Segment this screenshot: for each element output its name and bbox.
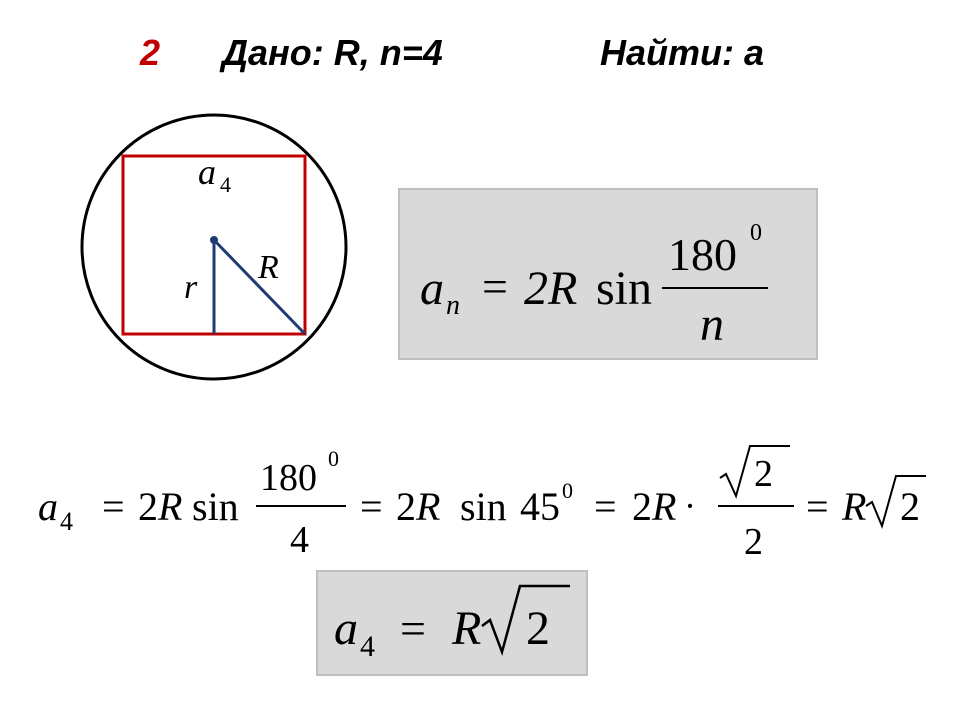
calc-r-3: R [651,484,676,529]
formula-coefficient: 2R [524,262,577,315]
inradius-label: r [184,269,198,306]
calc-denominator: 4 [290,519,309,561]
answer-radicand: 2 [526,602,550,655]
circumscribed-circle [80,113,348,381]
calc-lhs-subscript: 4 [60,507,73,536]
calc-lhs: a [38,484,58,529]
calc-r-4: R [841,484,866,529]
calc-r-2: R [415,484,440,529]
side-label: a [198,152,216,192]
inscribed-square-figure: a 4 R r [70,110,360,390]
answer-lhs: a [334,602,358,655]
calc-coef-3: 2 [632,484,652,529]
calc-dot: · [684,486,696,526]
calc-result-radicand: 2 [900,484,920,529]
calc-frac-numerator: 2 [754,453,773,495]
figure-svg: a 4 R r [80,113,348,381]
general-formula-svg: a n = 2R sin 180 0 n [420,220,768,351]
answer-sqrt-sign [481,584,570,657]
calc-coef-2: 2 [396,484,416,529]
calc-degree-1: 0 [328,446,339,471]
calc-degree-2: 0 [562,478,573,503]
calc-sqrt-sign-1 [719,445,790,499]
formula-numerator: 180 [668,229,737,280]
given-text: Дано: R, n=4 [222,32,443,73]
calculation-svg: a 4 = 2 R sin 180 0 4 = 2 R sin 45 0 = 2… [38,445,926,563]
calc-equals-3: = [594,484,617,529]
calc-numerator: 180 [260,457,317,499]
formula-sin: sin [596,262,652,315]
formula-equals: = [482,261,508,312]
calc-sin-1: sin [192,484,239,529]
calc-equals-1: = [102,484,125,529]
formula-lhs: a [420,262,444,315]
formula-denominator: n [700,298,724,351]
calc-sqrt-sign-2 [865,475,926,530]
answer-equals: = [400,603,426,654]
answer-svg: a 4 = R 2 [334,584,570,663]
formula-lhs-subscript: n [446,290,460,321]
circumradius-line [212,238,307,336]
slide-title: 2 Дано: R, n=4 Найти: а [0,22,960,82]
radius-label: R [257,249,279,286]
calc-sin-2: sin [460,484,507,529]
center-point [210,236,218,244]
calc-r-1: R [157,484,182,529]
find-text: Найти: а [600,32,765,73]
calculation-line: a 4 = 2 R sin 180 0 4 = 2 R sin 45 0 = 2… [20,440,940,570]
side-label-subscript: 4 [220,172,231,197]
answer-lhs-subscript: 4 [360,630,375,663]
calc-angle: 45 [520,484,560,529]
formula-degree: 0 [750,220,762,246]
answer-r: R [451,602,481,655]
calc-equals-4: = [806,484,829,529]
calc-equals-2: = [360,484,383,529]
calc-frac-denominator: 2 [744,521,763,563]
problem-number: 2 [140,32,161,73]
calc-coef-1: 2 [138,484,158,529]
answer-box: a 4 = R 2 [316,570,588,676]
general-formula-box: a n = 2R sin 180 0 n [398,188,818,360]
